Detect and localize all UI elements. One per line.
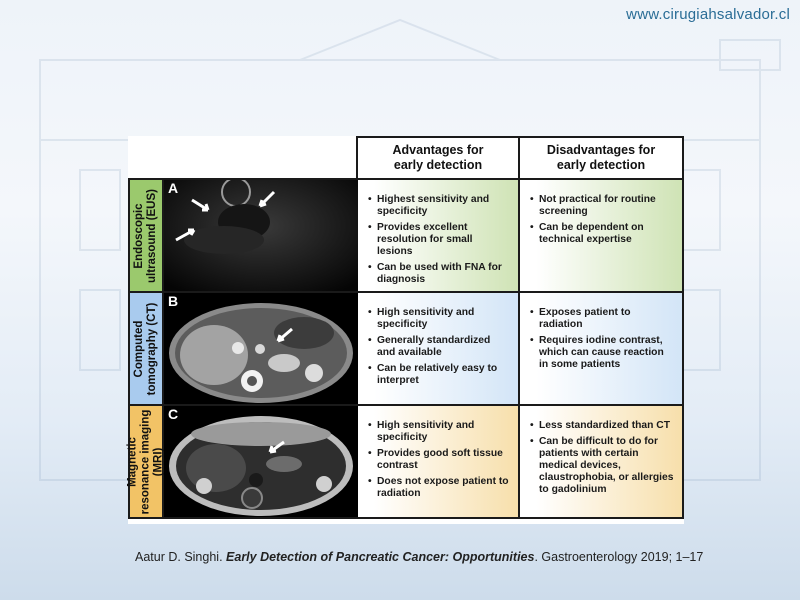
list-item: Less standardized than CT — [530, 420, 674, 432]
ct-image: B — [164, 293, 360, 404]
ct-advantages: High sensitivity and specificity General… — [358, 293, 520, 404]
citation: Aatur D. Singhi. Early Detection of Panc… — [135, 550, 703, 564]
list-item: Requires iodine contrast, which can caus… — [530, 335, 674, 371]
panel-letter-b: B — [168, 293, 179, 309]
mri-disadvantages: Less standardized than CT Can be difficu… — [520, 406, 682, 517]
panel-letter-a: A — [168, 180, 179, 196]
list-item: Does not expose patient to radiation — [368, 476, 510, 500]
row-label-ct: Computed tomography (CT) — [133, 302, 158, 395]
eus-disadvantages: Not practical for routine screening Can … — [520, 180, 682, 291]
header-disadvantages: Disadvantages for early detection — [518, 136, 684, 178]
mri-scan-graphic — [164, 406, 358, 517]
row-label-cell: Magnetic resonance imaging (MRI) — [126, 406, 165, 517]
row-mri: Magnetic resonance imaging (MRI) C High … — [126, 404, 684, 519]
eus-scan-graphic — [164, 180, 358, 291]
list-item: Can be used with FNA for diagnosis — [368, 262, 510, 286]
list-item: Exposes patient to radiation — [530, 307, 674, 331]
list-item: Highest sensitivity and specificity — [368, 194, 510, 218]
ct-disadvantages: Exposes patient to radiation Requires io… — [520, 293, 682, 404]
row-label-cell: Computed tomography (CT) — [130, 293, 164, 404]
site-url: www.cirugiahsalvador.cl — [626, 6, 790, 23]
list-item: Provides excellent resolution for small … — [368, 222, 510, 258]
row-eus: Endoscopic ultrasound (EUS) A — [128, 178, 684, 293]
list-item: High sensitivity and specificity — [368, 420, 510, 444]
eus-image: A — [164, 180, 360, 291]
mri-advantages: High sensitivity and specificity Provide… — [358, 406, 520, 517]
citation-authors: Aatur D. Singhi. — [135, 550, 223, 564]
eus-advantages: Highest sensitivity and specificity Prov… — [358, 180, 520, 291]
row-label-eus: Endoscopic ultrasound (EUS) — [133, 188, 158, 283]
ct-scan-graphic — [164, 293, 358, 404]
list-item: Not practical for routine screening — [530, 194, 674, 218]
list-item: Can be relatively easy to interpret — [368, 363, 510, 387]
list-item: Provides good soft tissue contrast — [368, 448, 510, 472]
citation-title: Early Detection of Pancreatic Cancer: Op… — [226, 550, 535, 564]
list-item: Generally standardized and available — [368, 335, 510, 359]
mri-image: C — [164, 406, 360, 517]
list-item: High sensitivity and specificity — [368, 307, 510, 331]
header-advantages: Advantages for early detection — [356, 136, 520, 178]
comparison-table: Advantages for early detection Disadvant… — [126, 136, 684, 524]
row-label-mri: Magnetic resonance imaging (MRI) — [126, 409, 165, 514]
list-item: Can be dependent on technical expertise — [530, 222, 674, 246]
list-item: Can be difficult to do for patients with… — [530, 436, 674, 496]
row-ct: Computed tomography (CT) B High sensi — [128, 291, 684, 406]
row-label-cell: Endoscopic ultrasound (EUS) — [130, 180, 164, 291]
panel-letter-c: C — [168, 406, 179, 422]
citation-journal: . Gastroenterology 2019; 1–17 — [534, 550, 704, 564]
